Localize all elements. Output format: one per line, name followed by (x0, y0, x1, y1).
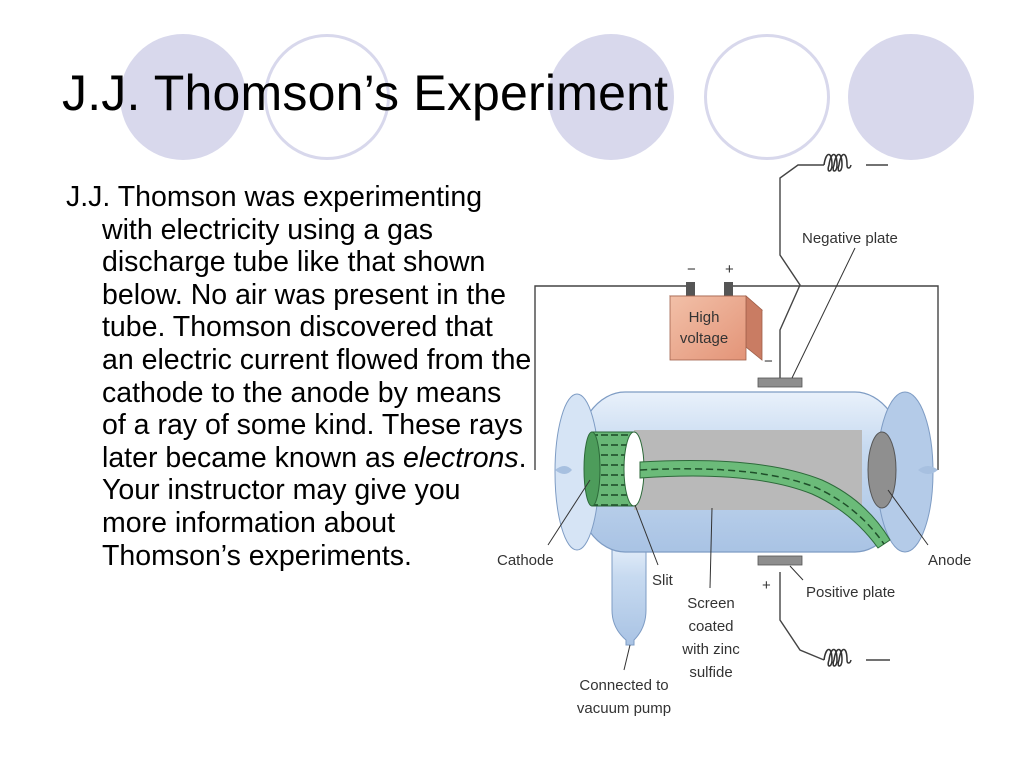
pump-label-line2: vacuum pump (577, 700, 671, 717)
body-text-part-1: J.J. Thomson was experimenting with elec… (66, 181, 532, 474)
decor-circle-4 (704, 34, 830, 160)
battery-label-line1: High (689, 309, 720, 326)
discharge-tube-diagram: − + High voltage − Negative plate + Posi… (497, 153, 971, 717)
positive-plate-label: Positive plate (806, 584, 895, 601)
slit-label: Slit (652, 572, 674, 589)
decor-circle-3 (548, 34, 674, 160)
slide-title: J.J. Thomson’s Experiment (62, 65, 669, 121)
decor-circle-5 (848, 34, 974, 160)
pump-label-line1: Connected to (579, 677, 668, 694)
decor-circle-2 (264, 34, 390, 160)
inductor-coil-bottom (823, 648, 852, 667)
screen-label-line2: coated (688, 618, 733, 635)
positive-sign-label: + (762, 577, 771, 594)
cathode-label: Cathode (497, 552, 554, 569)
screen-label-line4: sulfide (689, 664, 732, 681)
inductor-coil-top (823, 153, 852, 172)
screen-label-line3: with zinc (681, 641, 740, 658)
body-text-emphasis: electrons (403, 441, 519, 474)
battery-minus-lower-label: − (764, 353, 773, 370)
high-voltage-battery (668, 282, 764, 361)
screen-label-line1: Screen (687, 595, 735, 612)
battery-plus-label: + (725, 261, 734, 278)
negative-plate-label: Negative plate (802, 230, 898, 247)
negative-plate (757, 377, 803, 388)
body-text-part-2: . Your instructor may give you more info… (102, 441, 527, 572)
leader-lines (547, 247, 929, 671)
anode-label: Anode (928, 552, 971, 569)
battery-label-line2: voltage (680, 330, 728, 347)
decorative-circles (0, 0, 1024, 160)
positive-plate (757, 555, 803, 566)
discharge-tube (554, 391, 938, 646)
battery-minus-label: − (687, 261, 696, 278)
decor-circle-1 (120, 34, 246, 160)
circuit-wires (534, 164, 939, 661)
slide-body-text: J.J. Thomson was experimenting with elec… (66, 181, 532, 572)
